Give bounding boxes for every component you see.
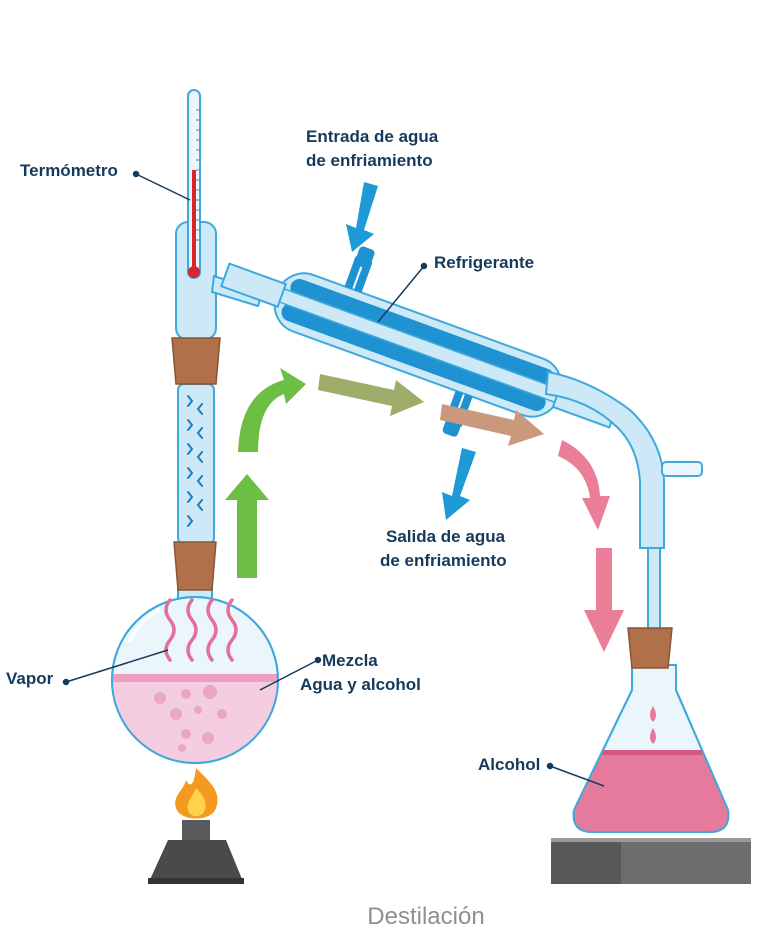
label-water-inlet-line2: de enfriamiento: [306, 151, 433, 170]
label-alcohol: Alcohol: [478, 755, 540, 774]
erlenmeyer-flask: [572, 627, 730, 833]
label-water-outlet-line2: de enfriamiento: [380, 551, 507, 570]
label-thermometer: Termómetro: [20, 161, 118, 180]
fractionating-column: [177, 383, 215, 545]
leader-lines: [62, 170, 605, 787]
hot-plate: [551, 838, 751, 884]
vapor-flow-arrows: [225, 368, 624, 652]
label-water-outlet-line1: Salida de agua: [386, 527, 506, 546]
label-vapor: Vapor: [6, 669, 54, 688]
label-water-inlet-line1: Entrada de agua: [306, 127, 439, 146]
thermometer: [187, 89, 201, 279]
condenser: [219, 246, 619, 437]
cork-stopper-upper: [171, 337, 221, 385]
bunsen-burner: [148, 820, 244, 884]
diagram-title: Destilación: [367, 903, 484, 930]
label-mixture-line1: Mezcla: [322, 651, 378, 670]
alcohol-liquid: [573, 750, 729, 832]
receiver-adapter: [544, 370, 703, 647]
cork-stopper-lower: [173, 541, 217, 591]
label-condenser: Refrigerante: [434, 253, 534, 272]
label-mixture-line2: Agua y alcohol: [300, 675, 421, 694]
water-flow-arrows: [346, 182, 476, 520]
flame-icon: [175, 768, 218, 819]
